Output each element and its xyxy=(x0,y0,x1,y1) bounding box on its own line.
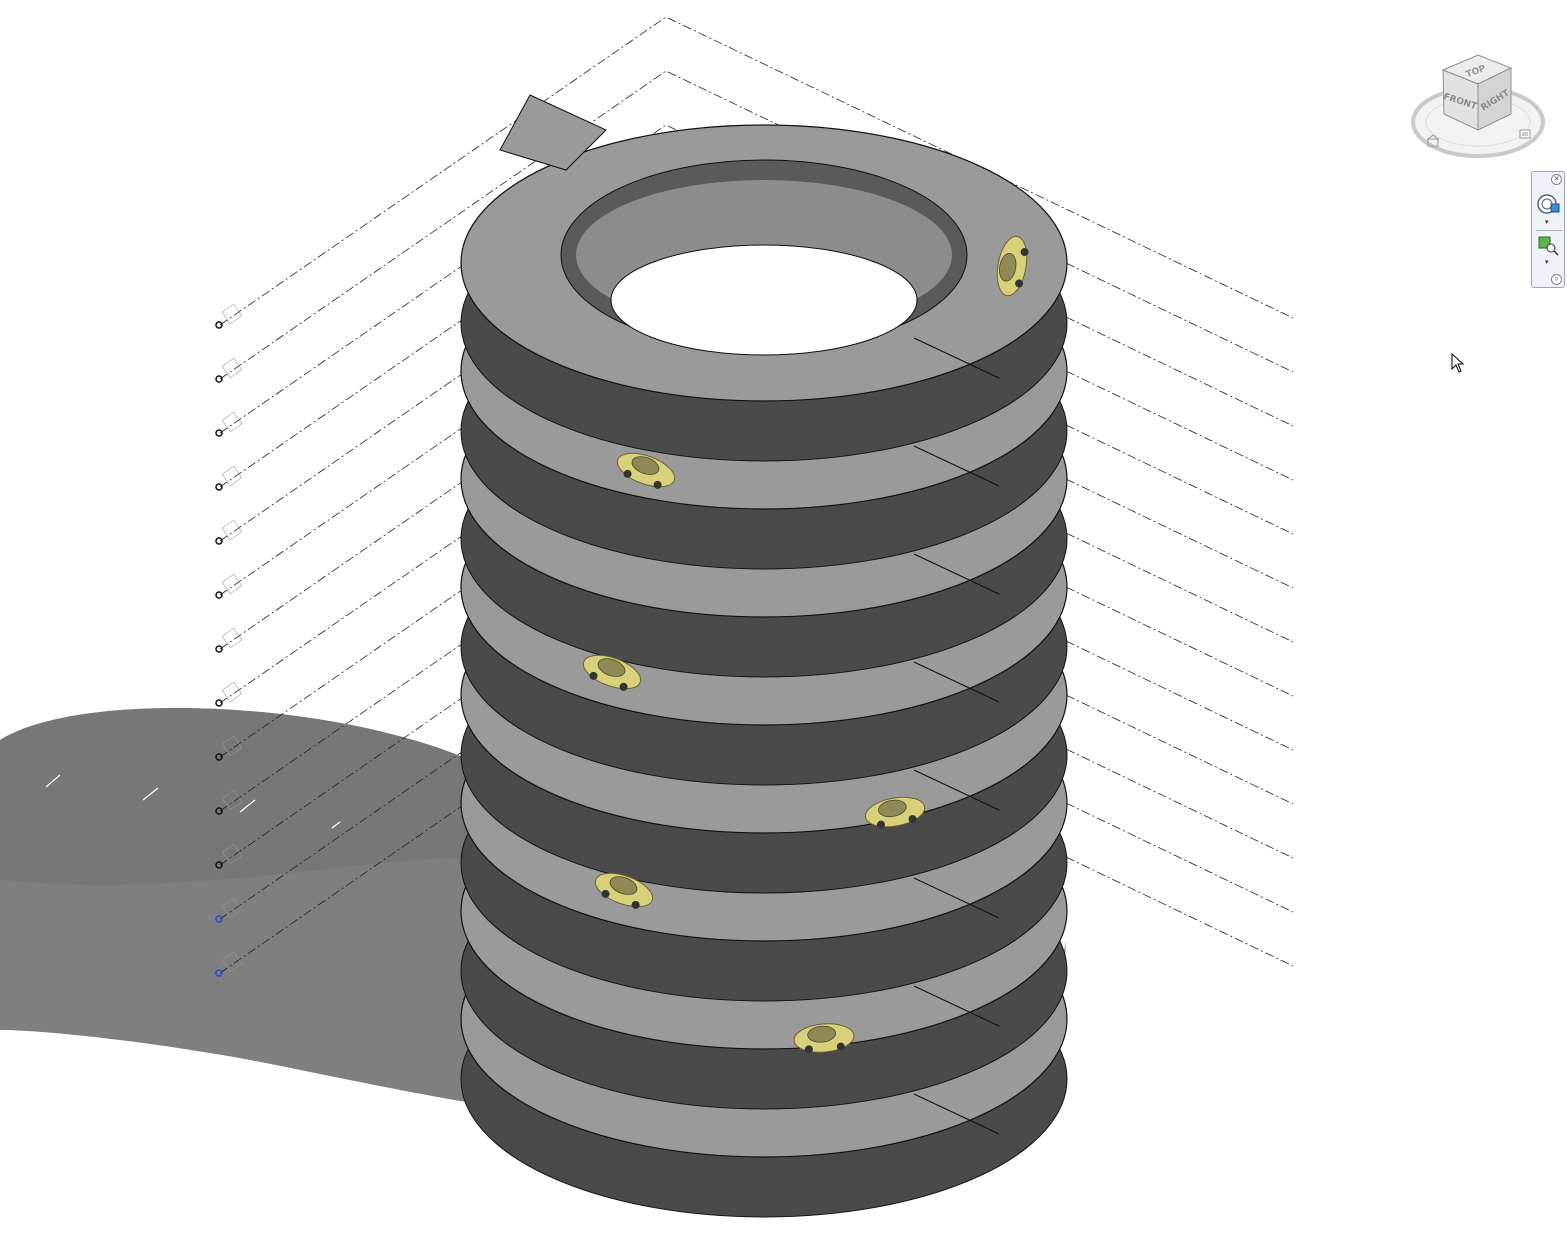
close-icon[interactable]: ✕ xyxy=(1551,174,1562,185)
viewcube-right-face[interactable] xyxy=(1477,67,1512,131)
level-line[interactable] xyxy=(219,340,1294,650)
level-marker[interactable] xyxy=(215,951,243,977)
steering-wheel-icon[interactable] xyxy=(1536,192,1562,216)
level-marker[interactable] xyxy=(215,789,243,815)
level-marker[interactable] xyxy=(215,573,243,599)
level-marker[interactable] xyxy=(215,357,243,383)
level-line[interactable] xyxy=(219,610,1294,920)
level-line[interactable] xyxy=(219,556,1294,866)
level-line[interactable] xyxy=(219,448,1294,758)
navigation-bar: ✕ ▾ ▾ ▿ xyxy=(1531,171,1565,288)
level-marker[interactable] xyxy=(215,627,243,653)
options-icon[interactable]: ▿ xyxy=(1551,274,1562,285)
zoom-region-icon[interactable] xyxy=(1536,234,1562,258)
level-line[interactable] xyxy=(219,178,1294,488)
cars xyxy=(579,234,1031,1054)
mouse-cursor-icon xyxy=(1451,353,1465,373)
level-line[interactable] xyxy=(219,664,1294,974)
spiral-ramp[interactable] xyxy=(460,94,1068,1218)
car-level-5[interactable] xyxy=(863,793,927,831)
ramp-end[interactable] xyxy=(499,94,607,171)
level-marker[interactable] xyxy=(215,303,243,329)
level-marker[interactable] xyxy=(215,897,243,923)
car-bottom[interactable] xyxy=(793,1021,855,1054)
level-marker[interactable] xyxy=(215,411,243,437)
car-level-2[interactable] xyxy=(613,447,679,494)
level-line[interactable] xyxy=(219,502,1294,812)
level-line[interactable] xyxy=(219,70,1294,380)
level-line[interactable] xyxy=(219,232,1294,542)
level-line[interactable] xyxy=(219,286,1294,596)
level-lines xyxy=(219,16,1294,974)
car-level-6[interactable] xyxy=(591,867,657,914)
level-marker[interactable] xyxy=(215,735,243,761)
level-marker[interactable] xyxy=(215,519,243,545)
level-marker[interactable] xyxy=(215,843,243,869)
level-line[interactable] xyxy=(219,16,1294,326)
level-line[interactable] xyxy=(219,394,1294,704)
viewcube-menu-icon[interactable] xyxy=(1519,129,1531,139)
level-marker[interactable] xyxy=(215,465,243,491)
orbit-dropdown-arrow[interactable]: ▾ xyxy=(1545,219,1549,226)
zoom-dropdown-arrow[interactable]: ▾ xyxy=(1545,259,1549,266)
level-line[interactable] xyxy=(219,124,1294,434)
level-markers xyxy=(215,303,243,977)
car-level-4[interactable] xyxy=(579,649,645,696)
viewcube[interactable]: TOP FRONT RIGHT xyxy=(1408,50,1548,165)
house-icon[interactable] xyxy=(1426,134,1440,147)
level-marker[interactable] xyxy=(215,681,243,707)
car-top[interactable] xyxy=(993,234,1031,298)
